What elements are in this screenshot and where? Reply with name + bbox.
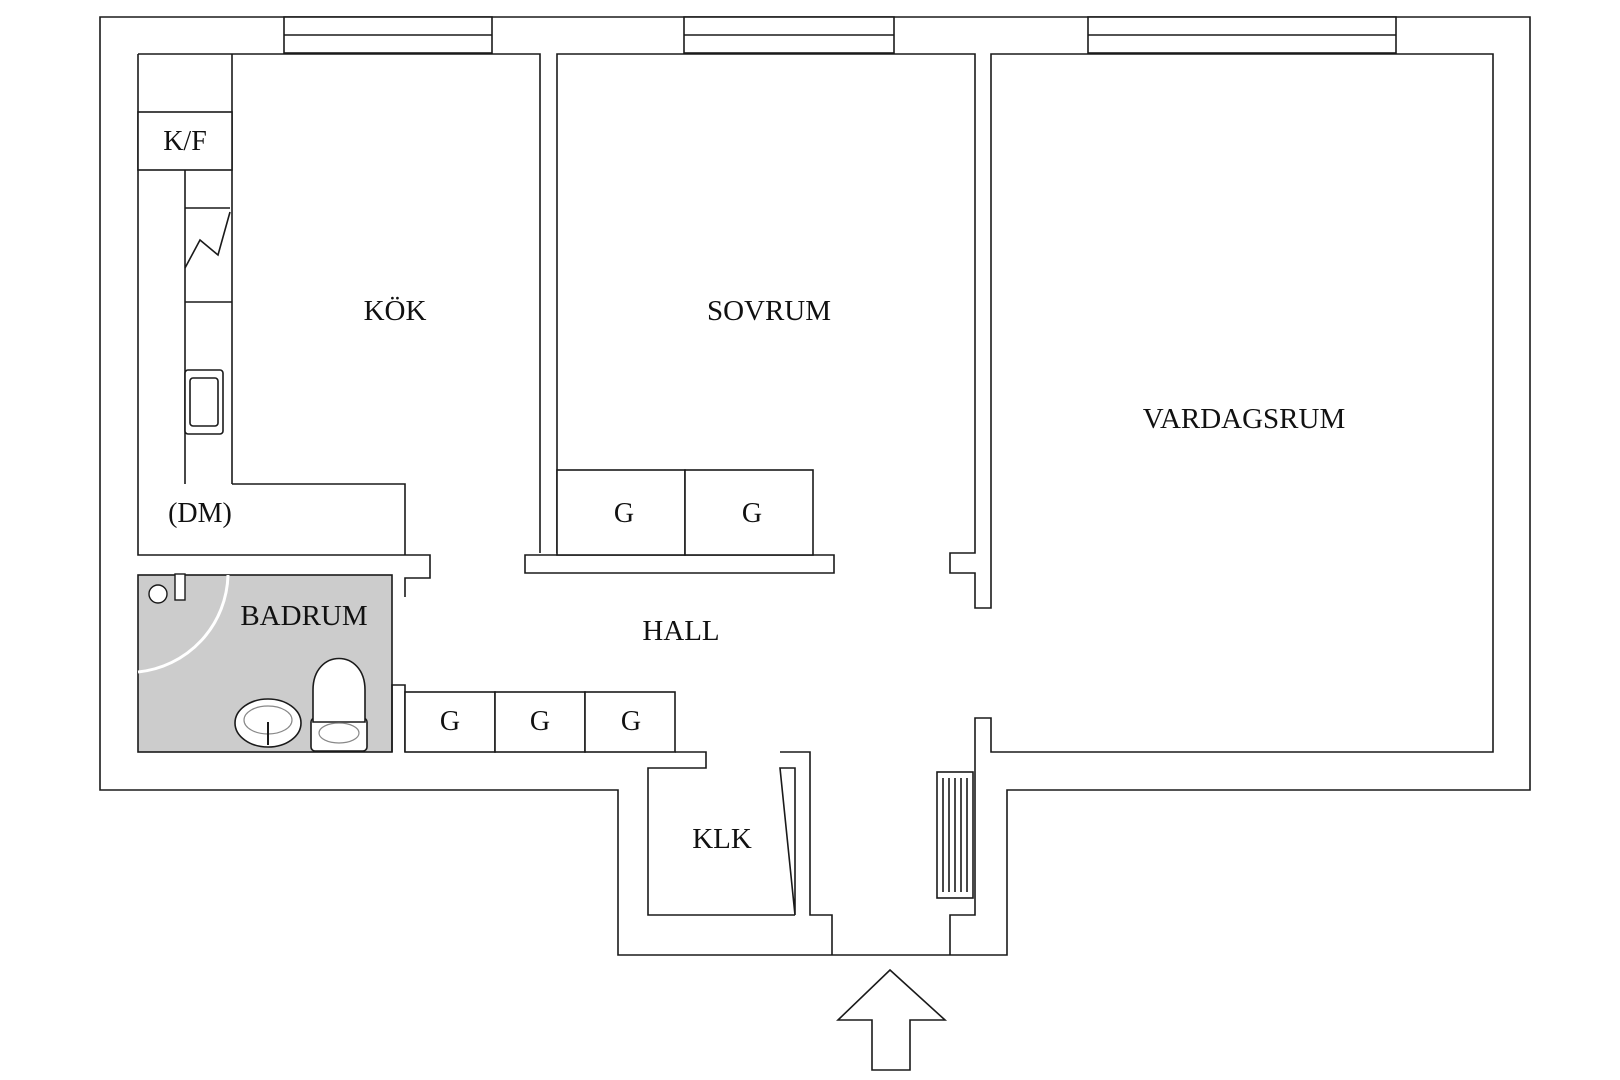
closet-label: G <box>530 706 550 737</box>
closet-label: G <box>742 498 762 529</box>
room-label-hall: HALL <box>642 615 719 647</box>
fixture-label-kf: K/F <box>163 126 207 157</box>
windows <box>283 16 1397 54</box>
closet-hall-3 <box>584 691 676 753</box>
fridge-freezer <box>137 111 233 171</box>
room-label-vardagsrum: VARDAGSRUM <box>1143 403 1346 435</box>
closet-sovrum-2 <box>684 469 814 556</box>
outer-wall <box>99 16 1531 956</box>
kitchen-counter <box>137 54 406 555</box>
shower-drain-icon <box>148 584 168 604</box>
klk-wall <box>779 751 833 955</box>
hall-closets <box>391 684 795 916</box>
room-label-sovrum: SOVRUM <box>707 295 831 327</box>
bedroom-closet-ledge <box>524 554 835 574</box>
fixture-label-dm: (DM) <box>168 498 232 529</box>
cooktop <box>184 207 231 269</box>
kitchen-sink <box>184 369 224 435</box>
closet-sovrum-1 <box>556 469 686 556</box>
kitchen-wall <box>137 53 541 597</box>
entrance-right-wall <box>949 790 976 955</box>
closet-hall-2 <box>494 691 586 753</box>
shower-curve-icon <box>137 574 230 674</box>
bedroom-wall <box>556 53 1494 790</box>
closet-hall-1 <box>404 691 496 753</box>
room-label-kok: KÖK <box>364 295 427 327</box>
bathroom-fixtures <box>137 573 368 752</box>
shower-head-icon <box>174 573 186 601</box>
entrance-arrow-icon <box>836 968 948 1071</box>
bedroom-closets <box>556 469 814 556</box>
toilet-bowl-icon <box>312 657 366 723</box>
closet-label: G <box>440 706 460 737</box>
closet-label: G <box>614 498 634 529</box>
closet-label: G <box>621 706 641 737</box>
radiator <box>936 771 974 899</box>
room-label-badrum: BADRUM <box>240 600 367 632</box>
room-label-klk: KLK <box>692 823 752 855</box>
